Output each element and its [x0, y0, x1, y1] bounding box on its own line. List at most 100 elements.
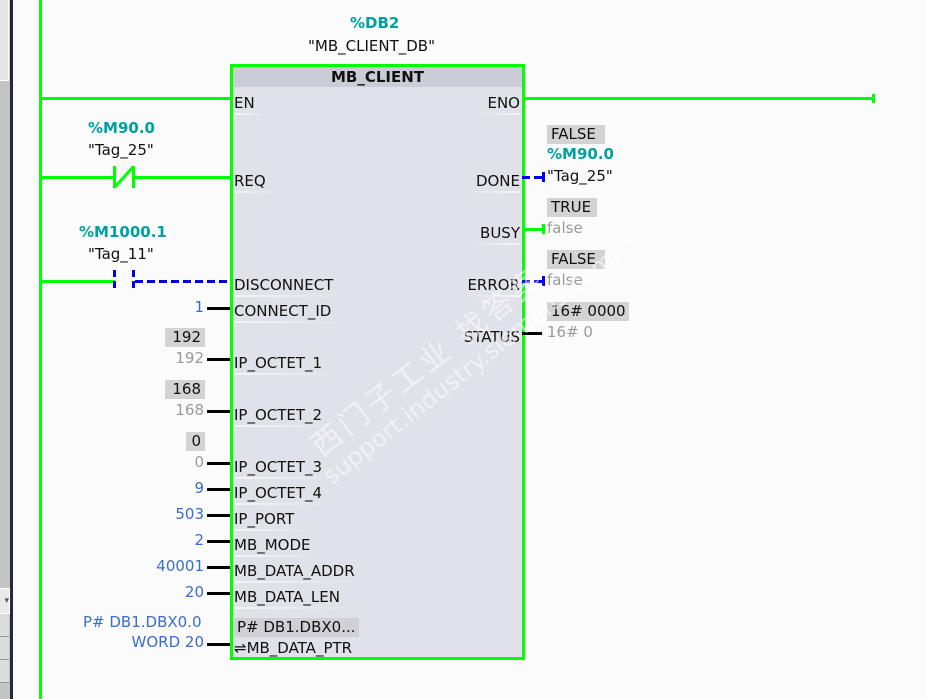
splitter[interactable] — [10, 0, 13, 699]
side-panel-row[interactable] — [0, 637, 9, 660]
mb-data-addr-value[interactable]: 40001 — [156, 557, 204, 575]
pin-ip-octet-4[interactable]: IP_OCTET_4 — [234, 484, 323, 502]
error-value[interactable]: false — [547, 271, 583, 289]
contact-bar-left — [113, 166, 116, 188]
pin-separator — [234, 373, 334, 375]
contact-bar-left — [113, 270, 116, 292]
done-wire-end — [542, 172, 545, 182]
pin-separator — [234, 425, 334, 427]
disconnect-wire-left — [41, 280, 115, 283]
pin-separator — [234, 477, 334, 479]
pin-mb-data-addr[interactable]: MB_DATA_ADDR — [234, 562, 355, 580]
pin-separator — [234, 503, 334, 505]
pin-separator — [460, 191, 520, 193]
contact-disconnect-tag[interactable]: "Tag_11" — [88, 245, 154, 263]
ip-octet-3-value[interactable]: 0 — [194, 453, 204, 471]
ip-octet-2-value[interactable]: 168 — [175, 401, 204, 419]
pin-separator — [234, 295, 344, 297]
ip-octet-4-wire — [207, 488, 231, 491]
busy-value[interactable]: false — [547, 219, 583, 237]
connect-id-wire — [207, 307, 231, 310]
pin-en[interactable]: EN — [234, 94, 255, 112]
pin-mb-data-len[interactable]: MB_DATA_LEN — [234, 588, 340, 606]
normally-open-contact[interactable] — [113, 270, 135, 294]
side-panel-scroll-button[interactable]: ▾ — [0, 588, 10, 614]
side-panel-row[interactable] — [0, 614, 9, 637]
pin-ip-octet-3[interactable]: IP_OCTET_3 — [234, 458, 323, 476]
ip-octet-1-wire — [207, 358, 231, 361]
ip-port-wire — [207, 514, 231, 517]
ip-octet-1-monitor: 192 — [165, 328, 205, 347]
pin-status[interactable]: STATUS — [463, 328, 520, 346]
contact-disconnect-address[interactable]: %M1000.1 — [79, 223, 167, 241]
pin-separator — [234, 113, 264, 115]
pin-eno[interactable]: ENO — [487, 94, 520, 112]
pin-mb-mode[interactable]: MB_MODE — [234, 536, 311, 554]
done-monitor: FALSE — [547, 125, 605, 144]
error-wire-end — [542, 276, 545, 286]
status-wire — [522, 332, 542, 335]
pin-separator — [480, 113, 520, 115]
ip-octet-3-monitor: 0 — [186, 432, 205, 451]
mb-mode-wire — [207, 540, 231, 543]
mb-data-len-value[interactable]: 20 — [184, 583, 204, 601]
normally-closed-contact[interactable] — [113, 166, 135, 190]
done-tag[interactable]: "Tag_25" — [547, 167, 613, 185]
connect-id-value[interactable]: 1 — [194, 298, 204, 316]
instance-db-address[interactable]: %DB2 — [350, 14, 400, 32]
pin-mb-data-ptr[interactable]: ⇌MB_DATA_PTR — [234, 639, 353, 657]
contact-req-tag[interactable]: "Tag_25" — [88, 141, 154, 159]
busy-wire — [522, 228, 544, 231]
req-wire-right — [135, 176, 231, 179]
pin-busy[interactable]: BUSY — [480, 224, 520, 242]
ip-octet-2-wire — [207, 410, 231, 413]
ip-octet-1-value[interactable]: 192 — [175, 349, 204, 367]
editor-margin — [13, 0, 30, 699]
side-panel-header — [0, 0, 9, 81]
pin-done[interactable]: DONE — [475, 172, 520, 190]
eno-wire — [522, 97, 874, 100]
busy-wire-end — [542, 224, 545, 234]
ip-octet-4-value[interactable]: 9 — [194, 479, 204, 497]
contact-slash-icon — [113, 166, 135, 188]
instance-db-name[interactable]: "MB_CLIENT_DB" — [308, 37, 435, 55]
contact-bar-right — [132, 270, 135, 292]
side-panel-row[interactable] — [0, 660, 9, 683]
error-wire — [522, 280, 544, 283]
done-wire — [522, 176, 544, 179]
en-wire — [41, 97, 231, 100]
ip-octet-3-wire — [207, 462, 231, 465]
pin-separator — [234, 191, 274, 193]
mb-data-addr-wire — [207, 566, 231, 569]
pin-separator — [234, 321, 344, 323]
pin-ip-octet-1[interactable]: IP_OCTET_1 — [234, 354, 323, 372]
contact-req-address[interactable]: %M90.0 — [88, 119, 155, 137]
pin-req[interactable]: REQ — [234, 172, 266, 190]
done-address[interactable]: %M90.0 — [547, 145, 614, 163]
ip-port-value[interactable]: 503 — [175, 505, 204, 523]
block-title: MB_CLIENT — [233, 67, 522, 87]
power-rail — [39, 0, 42, 699]
pin-disconnect[interactable]: DISCONNECT — [234, 276, 334, 294]
pin-error[interactable]: ERROR — [467, 276, 520, 294]
status-value[interactable]: 16# 0 — [547, 323, 593, 341]
ip-octet-2-monitor: 168 — [165, 380, 205, 399]
pin-ip-port[interactable]: IP_PORT — [234, 510, 295, 528]
pin-separator — [234, 581, 364, 583]
mb-data-ptr-monitor: P# DB1.DBX0... — [234, 618, 359, 637]
pin-separator — [460, 295, 520, 297]
disconnect-wire-right — [135, 280, 231, 283]
status-monitor: 16# 0000 — [547, 302, 629, 321]
busy-monitor: TRUE — [547, 198, 597, 217]
pin-separator — [234, 529, 314, 531]
mb-data-ptr-value-line1[interactable]: P# DB1.DBX0.0 — [83, 613, 202, 631]
mb-data-len-wire — [207, 592, 231, 595]
pin-separator — [470, 243, 520, 245]
mb-data-ptr-wire — [207, 643, 231, 646]
mb-data-ptr-value-line2[interactable]: WORD 20 — [131, 633, 204, 651]
pin-connect-id[interactable]: CONNECT_ID — [234, 302, 332, 320]
pin-ip-octet-2[interactable]: IP_OCTET_2 — [234, 406, 323, 424]
mb-client-block[interactable]: MB_CLIENT EN REQ DISCONNECT CONNECT_ID I… — [230, 64, 525, 660]
eno-wire-end — [872, 94, 875, 103]
mb-mode-value[interactable]: 2 — [194, 531, 204, 549]
